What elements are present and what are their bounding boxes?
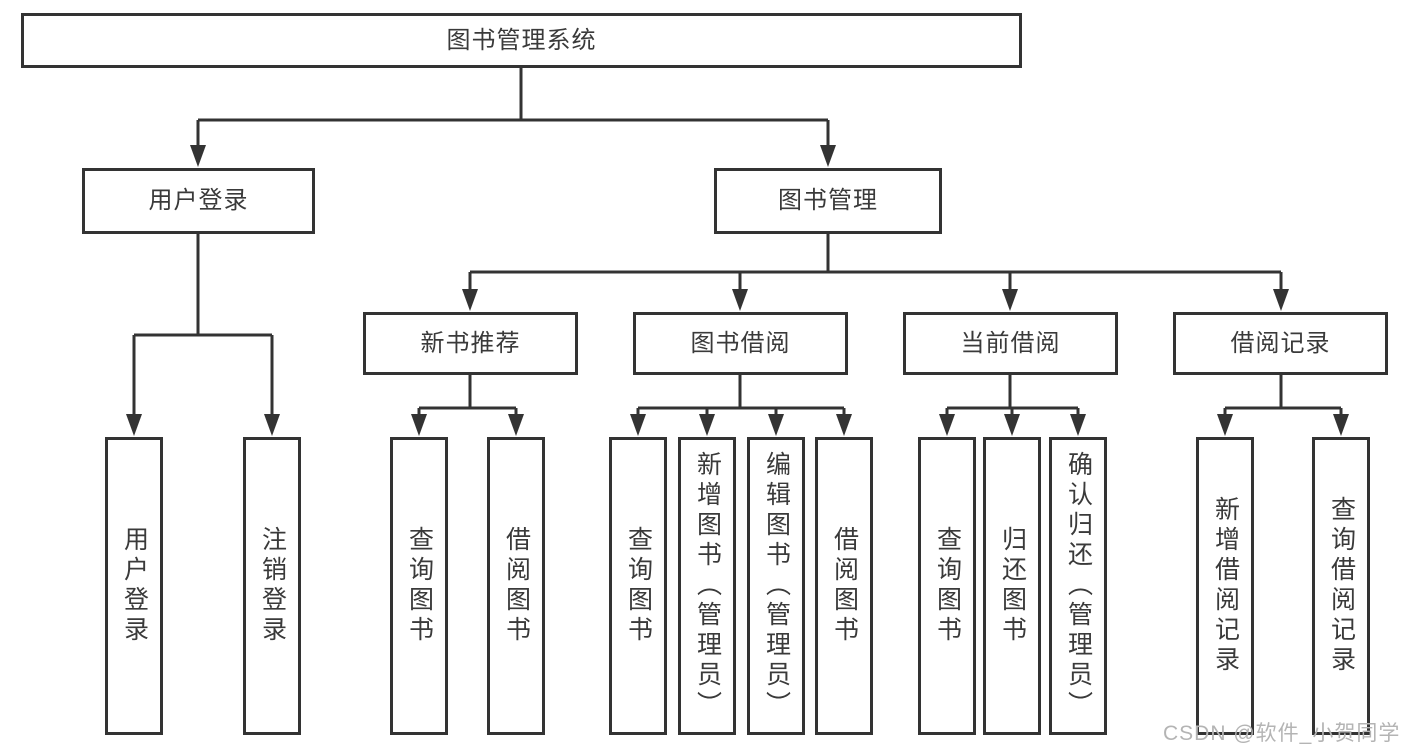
node-book-borrowing: 图书借阅: [633, 312, 848, 375]
leaf-logout: 注销登录: [243, 437, 301, 735]
node-library-system: 图书管理系统: [21, 13, 1022, 68]
node-book-borrowing-label: 图书借阅: [690, 329, 791, 357]
leaf-query-borrow-record: 查询借阅记录: [1312, 437, 1370, 735]
leaf-borrow-books-borrowing: 借阅图书: [815, 437, 873, 735]
watermark: CSDN @软件_小贺同学: [1163, 722, 1401, 745]
node-new-book-recommendation-label: 新书推荐: [420, 329, 521, 357]
node-book-management: 图书管理: [714, 168, 942, 234]
leaf-query-books-current: 查询图书: [918, 437, 976, 735]
node-borrowing-records-label: 借阅记录: [1230, 329, 1331, 357]
leaf-query-books-borrowing: 查询图书: [609, 437, 667, 735]
leaf-borrow-books-recommend-label: 借阅图书: [502, 526, 531, 646]
leaf-query-books-borrowing-label: 查询图书: [624, 526, 653, 646]
leaf-edit-book-admin-label: 编辑图书（管理员）: [762, 451, 791, 721]
leaf-confirm-return-admin: 确认归还（管理员）: [1049, 437, 1107, 735]
leaf-query-books-current-label: 查询图书: [933, 526, 962, 646]
node-user-login: 用户登录: [82, 168, 315, 234]
node-book-management-label: 图书管理: [778, 187, 878, 214]
leaf-query-books-recommend-label: 查询图书: [405, 526, 434, 646]
leaf-add-book-admin-label: 新增图书（管理员）: [693, 451, 722, 721]
node-current-borrowing-label: 当前借阅: [960, 329, 1061, 357]
node-user-login-label: 用户登录: [148, 187, 249, 214]
leaf-logout-label: 注销登录: [258, 526, 287, 646]
leaf-add-book-admin: 新增图书（管理员）: [678, 437, 736, 735]
leaf-return-books: 归还图书: [983, 437, 1041, 735]
leaf-edit-book-admin: 编辑图书（管理员）: [747, 437, 805, 735]
leaf-query-borrow-record-label: 查询借阅记录: [1327, 496, 1356, 676]
leaf-borrow-books-borrowing-label: 借阅图书: [830, 526, 859, 646]
leaf-query-books-recommend: 查询图书: [390, 437, 448, 735]
node-new-book-recommendation: 新书推荐: [363, 312, 578, 375]
leaf-confirm-return-admin-label: 确认归还（管理员）: [1064, 451, 1093, 721]
leaf-return-books-label: 归还图书: [998, 526, 1027, 646]
leaf-add-borrow-record: 新增借阅记录: [1196, 437, 1254, 735]
node-borrowing-records: 借阅记录: [1173, 312, 1388, 375]
leaf-user-login: 用户登录: [105, 437, 163, 735]
leaf-add-borrow-record-label: 新增借阅记录: [1211, 496, 1240, 676]
node-current-borrowing: 当前借阅: [903, 312, 1118, 375]
leaf-user-login-label: 用户登录: [120, 526, 149, 646]
leaf-borrow-books-recommend: 借阅图书: [487, 437, 545, 735]
node-library-system-label: 图书管理系统: [446, 26, 597, 54]
